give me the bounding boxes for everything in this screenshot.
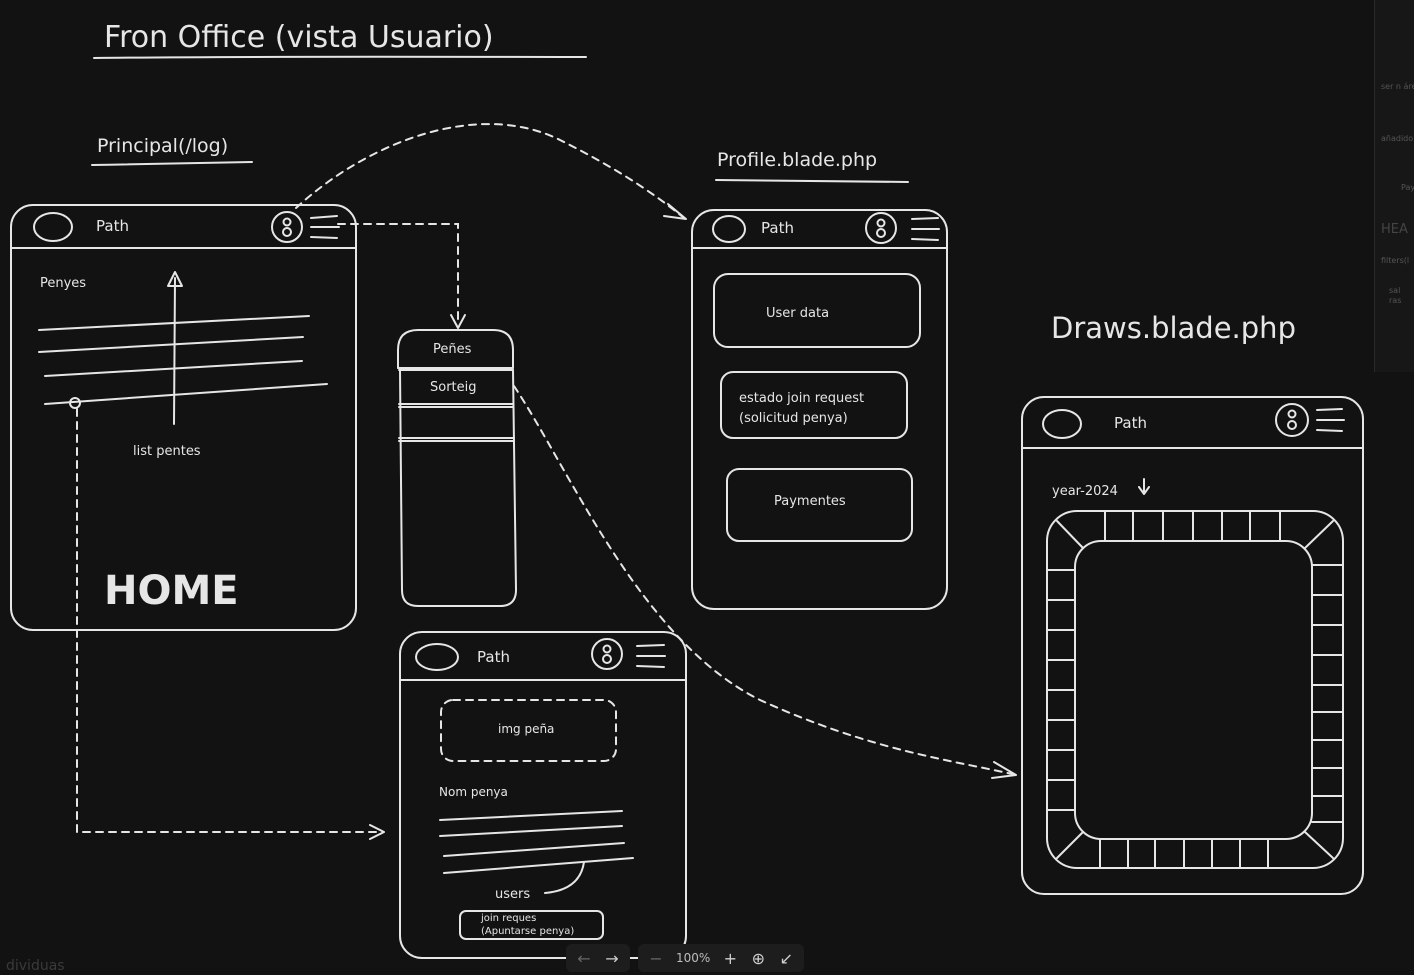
users-annotation: users (495, 887, 530, 902)
fit-screen-icon[interactable]: ⊕ (751, 948, 766, 968)
penya-screen: Path img peña Nom penya users join reque… (399, 631, 687, 959)
penya-image-placeholder (440, 699, 617, 762)
join-request-status-box[interactable] (720, 371, 908, 439)
menu-icon[interactable] (911, 217, 940, 241)
connector-home-to-profile (295, 123, 687, 220)
board-title: Fron Office (vista Usuario) (104, 20, 494, 55)
panel-snippet: filters(l (1381, 256, 1410, 265)
principal-heading: Principal(/log) (97, 135, 228, 157)
panel-snippet: ser n área (1381, 82, 1414, 91)
collapse-icon[interactable]: ↙ (779, 948, 794, 968)
user-icon[interactable] (271, 211, 303, 243)
join-request-label: estado join request (739, 391, 864, 406)
menu-icon[interactable] (636, 644, 666, 668)
home-label: HOME (104, 568, 239, 614)
payments-box[interactable] (726, 468, 913, 542)
menu-item-sorteig[interactable]: Sorteig (430, 380, 477, 395)
year-selector[interactable]: year-2024 (1052, 484, 1118, 499)
join-request-sublabel: (solicitud penya) (739, 411, 848, 426)
connector-menu-to-dropdown (337, 223, 466, 329)
panel-snippet: sal (1389, 286, 1401, 295)
img-pena-label: img peña (498, 722, 554, 736)
plus-icon[interactable]: + (723, 948, 738, 968)
menu-icon[interactable] (1316, 408, 1345, 432)
draws-path-label: Path (1114, 414, 1147, 432)
panel-snippet: añadido (1381, 134, 1414, 143)
home-screen: Path Penyes list pentes HOME (10, 204, 357, 631)
join-request-button[interactable] (459, 910, 604, 940)
payments-label: Paymentes (774, 494, 846, 509)
profile-heading: Profile.blade.php (717, 149, 877, 171)
user-icon[interactable] (1275, 403, 1309, 437)
logo-icon (1042, 409, 1082, 439)
home-path-label: Path (96, 217, 129, 235)
logo-icon (33, 212, 73, 242)
zoom-controls: − 100% + ⊕ ↙ (638, 944, 805, 972)
logo-icon (415, 643, 459, 671)
arrow-left-icon[interactable]: ← (577, 948, 591, 968)
penya-path-label: Path (477, 648, 510, 666)
connector-list-to-penya (76, 408, 385, 840)
history-controls: ← → (566, 944, 630, 972)
user-icon[interactable] (865, 212, 897, 244)
zoom-level[interactable]: 100% (676, 951, 711, 965)
menu-dropdown: Peñes Sorteig (397, 329, 517, 607)
canvas-toolbar: ← → − 100% + ⊕ ↙ (566, 944, 812, 972)
minus-icon[interactable]: − (649, 948, 663, 968)
right-side-panel: ser n área añadido Pay HEA filters(l sal… (1374, 0, 1414, 372)
menu-icon[interactable] (310, 215, 340, 239)
user-data-label: User data (766, 306, 829, 321)
arrow-right-icon[interactable]: → (605, 948, 619, 968)
draws-screen: Path year-2024 (1021, 396, 1364, 895)
panel-snippet: Pay (1401, 183, 1414, 192)
user-data-box[interactable] (713, 273, 921, 348)
join-request-button-sublabel: (Apuntarse penya) (481, 926, 574, 937)
profile-path-label: Path (761, 219, 794, 237)
list-pentes-annotation: list pentes (133, 444, 201, 459)
draws-heading: Draws.blade.php (1051, 311, 1296, 345)
panel-snippet: HEA (1381, 222, 1408, 237)
logo-icon (712, 215, 746, 243)
user-icon[interactable] (591, 638, 623, 670)
chevron-down-icon[interactable] (1138, 478, 1150, 495)
panel-snippet: ras (1389, 296, 1402, 305)
penyes-list[interactable] (38, 315, 328, 405)
menu-item-penes[interactable]: Peñes (433, 342, 472, 357)
draw-board[interactable] (1046, 510, 1344, 869)
connector-sorteig-to-draws (513, 385, 1017, 779)
penyes-list-title: Penyes (40, 276, 86, 291)
users-list[interactable] (439, 810, 634, 874)
bottom-left-text: dividuas (6, 958, 65, 974)
join-request-button-label: join reques (480, 913, 536, 924)
profile-screen: Path User data estado join request (soli… (691, 209, 948, 610)
penya-name-label: Nom penya (439, 785, 508, 799)
